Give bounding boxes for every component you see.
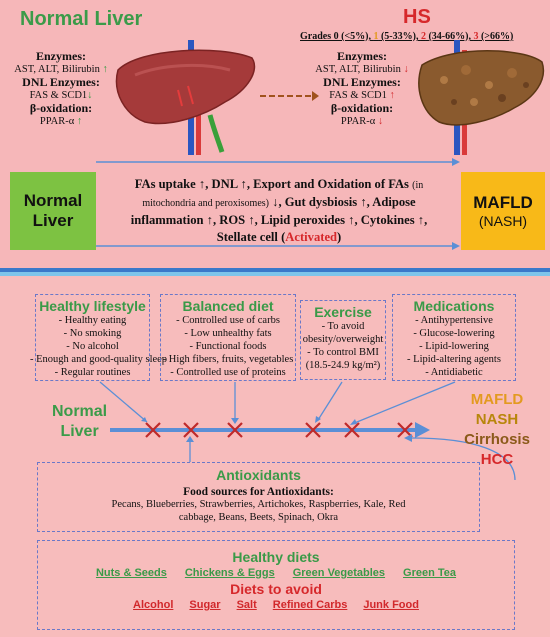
healthy-diet-item: Chickens & Eggs: [184, 567, 275, 579]
middle-arrows: [96, 158, 460, 250]
antioxidants-box: Antioxidants Food sources for Antioxidan…: [37, 462, 480, 532]
healthy-diet-list: Nuts & Seeds Chickens & Eggs Green Veget…: [38, 567, 514, 579]
timeline-start-label: Normal Liver: [52, 403, 108, 440]
divider-stripe: [0, 268, 550, 276]
disease-progression-labels: MAFLD NASH Cirrhosis HCC: [464, 391, 530, 468]
balanced-diet-box: Balanced diet - Controlled use of carbs …: [160, 294, 296, 381]
exercise-box: Exercise - To avoid obesity/overweight -…: [300, 300, 386, 380]
bottom-panel: [0, 276, 550, 637]
healthy-lifestyle-list: - Healthy eating - No smoking - No alcoh…: [30, 315, 168, 378]
hs-markers: Enzymes: AST, ALT, Bilirubin ↓ DNL Enzym…: [315, 49, 409, 128]
exercise-list: - To avoid obesity/overweight - To contr…: [302, 321, 384, 371]
beta-oxidation-label: β-oxidation:: [29, 101, 93, 115]
healthy-lifestyle-box: Healthy lifestyle - Healthy eating - No …: [30, 294, 168, 381]
hs-title: HS: [403, 6, 431, 28]
top-panel: Normal Liver HS Grades 0 (<5%), 1 (5-33%…: [0, 0, 550, 268]
normal-liver-markers: Enzymes: AST, ALT, Bilirubin ↑ DNL Enzym…: [5, 50, 117, 128]
avoid-diet-item: Refined Carbs: [272, 599, 348, 611]
medications-list: - Antihypertensive - Glucose-lowering - …: [407, 315, 501, 378]
progression-arrow: [260, 91, 319, 101]
normal-liver-title: Normal Liver: [20, 8, 143, 30]
avoid-diet-item: Salt: [236, 599, 257, 611]
balanced-diet-list: - Controlled use of carbs - Low unhealth…: [162, 315, 294, 378]
normal-liver-illustration: [115, 40, 256, 155]
avoid-diet-item: Sugar: [189, 599, 221, 611]
fatty-liver-illustration: [418, 40, 545, 155]
timeline-graphic: [99, 381, 516, 480]
healthy-diet-item: Green Tea: [403, 567, 457, 579]
dnl-label: DNL Enzymes:: [22, 75, 100, 89]
antioxidant-foods: Pecans, Blueberries, Strawberries, Artic…: [111, 499, 406, 523]
healthy-diet-item: Nuts & Seeds: [95, 567, 167, 579]
avoid-diet-item: Alcohol: [133, 599, 174, 611]
block-marks: [145, 422, 413, 438]
mechanisms-text: FAs uptake ↑, DNL ↑, Export and Oxidatio…: [130, 177, 428, 244]
diets-box: Healthy diets Nuts & Seeds Chickens & Eg…: [37, 540, 515, 630]
grades-line: Grades 0 (<5%), 1 (5-33%), 2 (34-66%), 3…: [300, 31, 514, 42]
medications-box: Medications - Antihypertensive - Glucose…: [392, 294, 516, 381]
diets-to-avoid-title: Diets to avoid: [230, 581, 322, 597]
mafld-box: MAFLD (NASH): [461, 172, 545, 250]
avoid-diet-list: Alcohol Sugar Salt Refined Carbs Junk Fo…: [38, 599, 514, 611]
enzymes-label: Enzymes:: [36, 49, 86, 63]
avoid-diet-item: Junk Food: [363, 599, 419, 611]
healthy-diet-item: Green Vegetables: [292, 567, 386, 579]
normal-liver-box: Normal Liver: [10, 172, 96, 250]
